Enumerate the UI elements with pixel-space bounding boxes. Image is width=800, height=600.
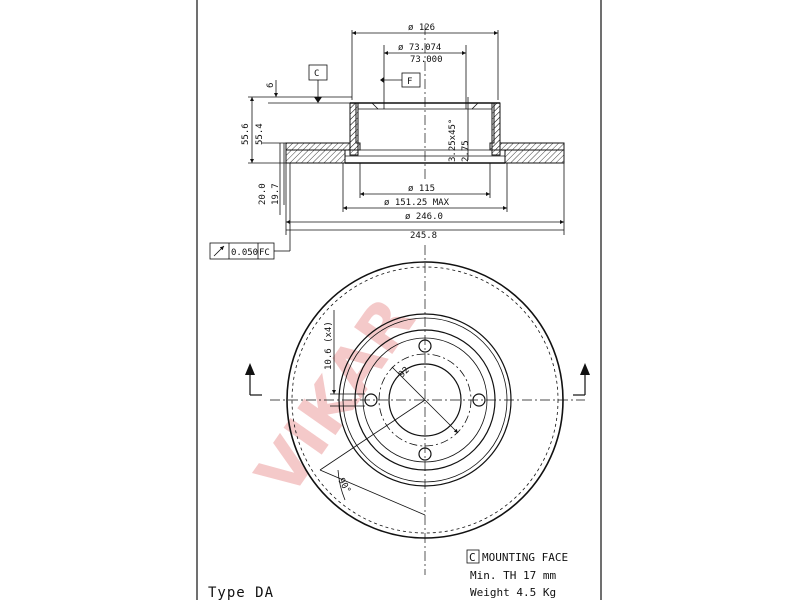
dim-20-0: 20.0 <box>258 183 268 205</box>
rotation-arrow-left <box>245 363 262 396</box>
mounting-face-letter: C <box>469 551 476 564</box>
weight: Weight 4.5 Kg <box>470 586 556 599</box>
section-view: ø 126 ø 73.074 73.000 F C 6 55.6 55.4 <box>209 23 565 260</box>
type-label: Type DA <box>208 585 274 600</box>
dim-dia-73-000: 73.000 <box>410 55 443 65</box>
dim-hole: 10.6 (x4) <box>324 321 334 370</box>
mounting-face-text: MOUNTING FACE <box>482 551 568 564</box>
dim-dia-126: ø 126 <box>408 23 435 33</box>
rotation-arrow-right <box>573 363 590 396</box>
dim-2-75: 2.75 <box>461 140 471 162</box>
bolt-hole-top <box>418 339 432 353</box>
dim-dia-246-0: ø 246.0 <box>405 212 443 222</box>
disc-outer-edge <box>286 261 564 539</box>
watermark: VIKAR <box>242 285 430 509</box>
dim-chamfer: 3.25x45° <box>448 119 458 162</box>
datum-c-label: C <box>314 69 319 79</box>
dim-55-4: 55.4 <box>255 123 265 145</box>
bolt-hole-bottom <box>418 447 432 461</box>
dim-dia-73-074: ø 73.074 <box>398 43 441 53</box>
dim-6: 6 <box>266 83 276 88</box>
title-block: C MOUNTING FACE Min. TH 17 mm Weight 4.5… <box>208 549 568 600</box>
bolt-hole-right <box>472 393 486 407</box>
bolt-hole-left <box>364 393 378 407</box>
datum-f-label: F <box>407 77 412 87</box>
dim-55-6: 55.6 <box>241 123 251 145</box>
runout-tolerance: 0.050 FC <box>209 163 291 260</box>
dim-angle: 90° <box>335 477 352 496</box>
drawing-frame <box>196 0 602 600</box>
runout-ref: FC <box>259 248 270 258</box>
min-thickness: Min. TH 17 mm <box>470 569 556 582</box>
runout-value: 0.050 <box>231 248 258 258</box>
dim-245-8: 245.8 <box>410 231 437 241</box>
mounting-face-box <box>466 549 480 564</box>
datum-f-box <box>401 72 421 88</box>
dim-dia-151-25: ø 151.25 MAX <box>384 198 450 208</box>
front-view: 92 10.6 (x4) 90° <box>245 245 590 575</box>
dim-19-7: 19.7 <box>271 183 281 205</box>
dim-dia-115: ø 115 <box>408 184 435 194</box>
